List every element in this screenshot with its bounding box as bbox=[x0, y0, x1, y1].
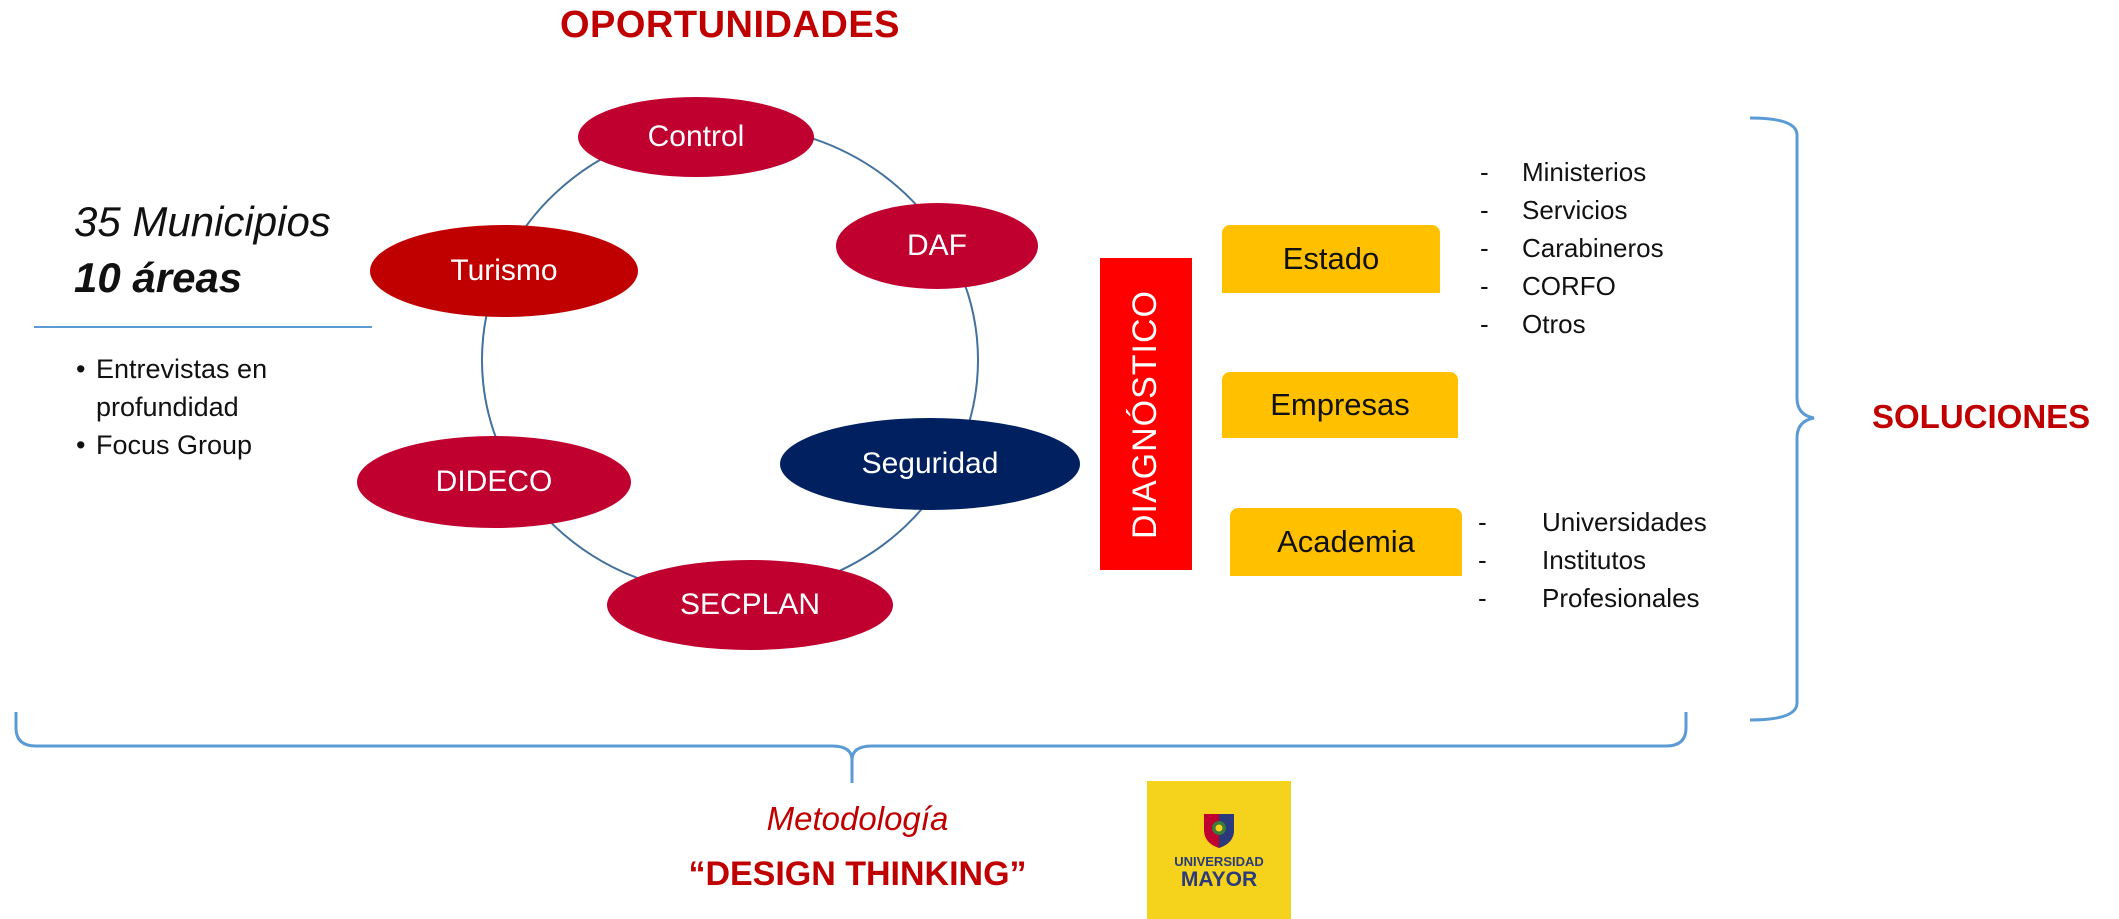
list-item: -CORFO bbox=[1480, 271, 1616, 301]
list-item: -Profesionales bbox=[1478, 583, 1700, 613]
soluciones-label: SOLUCIONES bbox=[1872, 398, 2091, 435]
area-node-seguridad: Seguridad bbox=[780, 418, 1080, 510]
sector-estado: Estado bbox=[1222, 225, 1440, 293]
crest-icon bbox=[1204, 813, 1234, 848]
list-item: -Otros bbox=[1480, 309, 1586, 339]
area-node-control: Control bbox=[578, 97, 814, 177]
sector-academia: Academia bbox=[1230, 508, 1462, 576]
methods-list: Entrevistas en profundidad Focus Group bbox=[76, 350, 267, 464]
diagnostico-bar: DIAGNÓSTICO bbox=[1100, 258, 1192, 570]
area-node-secplan: SECPLAN bbox=[607, 560, 893, 650]
area-node-daf: DAF bbox=[836, 203, 1038, 289]
separator-line bbox=[34, 326, 372, 328]
list-item: -Ministerios bbox=[1480, 157, 1647, 187]
list-item: -Institutos bbox=[1478, 545, 1647, 575]
list-item: -Universidades bbox=[1478, 507, 1707, 537]
municipios-summary: 35 Municipios 10 áreas bbox=[74, 194, 331, 306]
list-item: -Servicios bbox=[1480, 195, 1628, 225]
areas-ring bbox=[481, 124, 979, 596]
area-node-dideco: DIDECO bbox=[357, 436, 631, 528]
areas-count: 10 áreas bbox=[74, 254, 243, 301]
list-item: -Carabineros bbox=[1480, 233, 1664, 263]
area-node-turismo: Turismo bbox=[370, 225, 638, 317]
methodology-brace bbox=[14, 712, 1688, 783]
academia-list: -Universidades -Institutos -Profesionale… bbox=[1478, 503, 1707, 617]
universidad-mayor-logo: UNIVERSIDAD MAYOR bbox=[1147, 781, 1291, 919]
estado-list: -Ministerios -Servicios -Carabineros -CO… bbox=[1480, 153, 1664, 343]
method-item-interviews: Entrevistas en profundidad bbox=[76, 350, 267, 426]
sector-empresas: Empresas bbox=[1222, 372, 1458, 438]
page-title: OPORTUNIDADES bbox=[559, 4, 901, 46]
soluciones-brace bbox=[1749, 116, 1815, 722]
municipios-count: 35 Municipios bbox=[74, 198, 331, 245]
design-thinking-label: “DESIGN THINKING” bbox=[688, 855, 1027, 893]
methodology-label: Metodología bbox=[766, 800, 949, 837]
method-item-focus-group: Focus Group bbox=[76, 426, 267, 464]
